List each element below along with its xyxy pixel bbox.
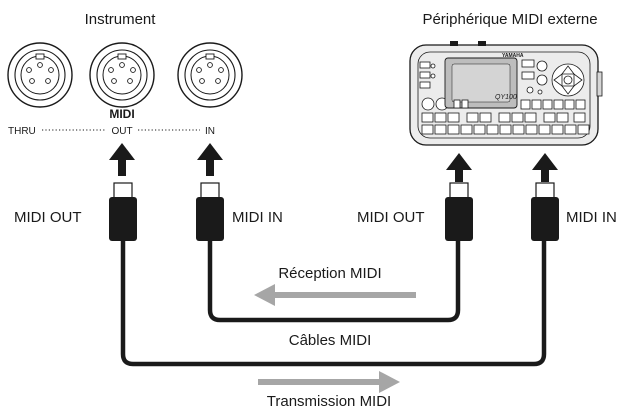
device-brand: YAMAHA bbox=[502, 53, 524, 59]
device-left-buttons bbox=[419, 61, 436, 89]
reception-label: Réception MIDI bbox=[278, 265, 381, 282]
in-port-label: IN bbox=[205, 126, 215, 137]
device-right-buttons bbox=[521, 59, 548, 95]
cable-reception-path bbox=[207, 240, 461, 323]
right-midi-in-label: MIDI IN bbox=[566, 209, 617, 226]
transmission-label: Transmission MIDI bbox=[267, 393, 391, 410]
transmission-arrow-icon bbox=[258, 371, 400, 393]
thru-port-label: THRU bbox=[8, 126, 36, 137]
midi-port-group-label: MIDI bbox=[109, 107, 134, 121]
cable-plug-right-in bbox=[531, 182, 559, 241]
dpad-icon bbox=[551, 63, 585, 97]
instrument-ports bbox=[7, 42, 243, 108]
device-left-knob-icon bbox=[421, 97, 435, 111]
cable-plug-left-in bbox=[196, 182, 224, 241]
cable-plug-left-out bbox=[109, 182, 137, 241]
out-port-icon bbox=[89, 42, 155, 108]
arrow-up-device-out-icon bbox=[446, 153, 472, 182]
arrow-up-out-icon bbox=[109, 143, 135, 176]
midi-cables bbox=[120, 240, 547, 367]
device-model: QY100 bbox=[495, 94, 517, 101]
right-midi-out-label: MIDI OUT bbox=[357, 209, 425, 226]
external-device-heading: Périphérique MIDI externe bbox=[422, 11, 597, 28]
external-midi-device: YAMAHA QY100 bbox=[409, 41, 603, 146]
left-midi-out-label: MIDI OUT bbox=[14, 209, 82, 226]
arrow-up-device-in-icon bbox=[532, 153, 558, 182]
in-port-icon bbox=[177, 42, 243, 108]
instrument-heading: Instrument bbox=[85, 11, 157, 28]
cable-plug-right-out bbox=[445, 182, 473, 241]
arrow-up-in-icon bbox=[197, 143, 223, 176]
cable-transmission-path bbox=[120, 240, 547, 367]
plug-direction-arrows bbox=[109, 143, 558, 182]
thru-port-icon bbox=[7, 42, 73, 108]
reception-arrow-icon bbox=[254, 284, 416, 306]
left-midi-in-label: MIDI IN bbox=[232, 209, 283, 226]
out-port-label: OUT bbox=[111, 126, 132, 137]
cables-label: Câbles MIDI bbox=[289, 332, 372, 349]
device-keypad bbox=[421, 99, 590, 135]
